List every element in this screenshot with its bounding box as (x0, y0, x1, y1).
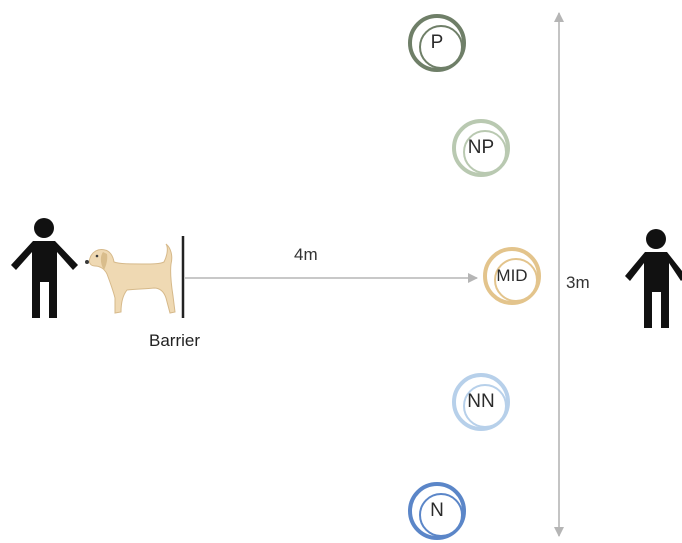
barrier-label: Barrier (149, 331, 201, 350)
dog-icon (85, 243, 176, 314)
bowl-n: N (408, 482, 466, 540)
bowl-label: N (430, 500, 444, 521)
person-icon (625, 229, 682, 328)
bowl-nn: NN (452, 373, 510, 431)
person-icon (11, 218, 78, 318)
bowl-p: P (408, 14, 466, 72)
bowl-mid: MID (483, 247, 541, 305)
distance-label-horizontal: 4m (294, 245, 318, 264)
bowl-label: NP (467, 137, 495, 158)
bowl-label: P (430, 32, 444, 53)
bowl-np: NP (452, 119, 510, 177)
bowl-label: MID (496, 266, 528, 285)
distance-label-vertical: 3m (566, 273, 590, 292)
bowl-label: NN (467, 391, 495, 412)
